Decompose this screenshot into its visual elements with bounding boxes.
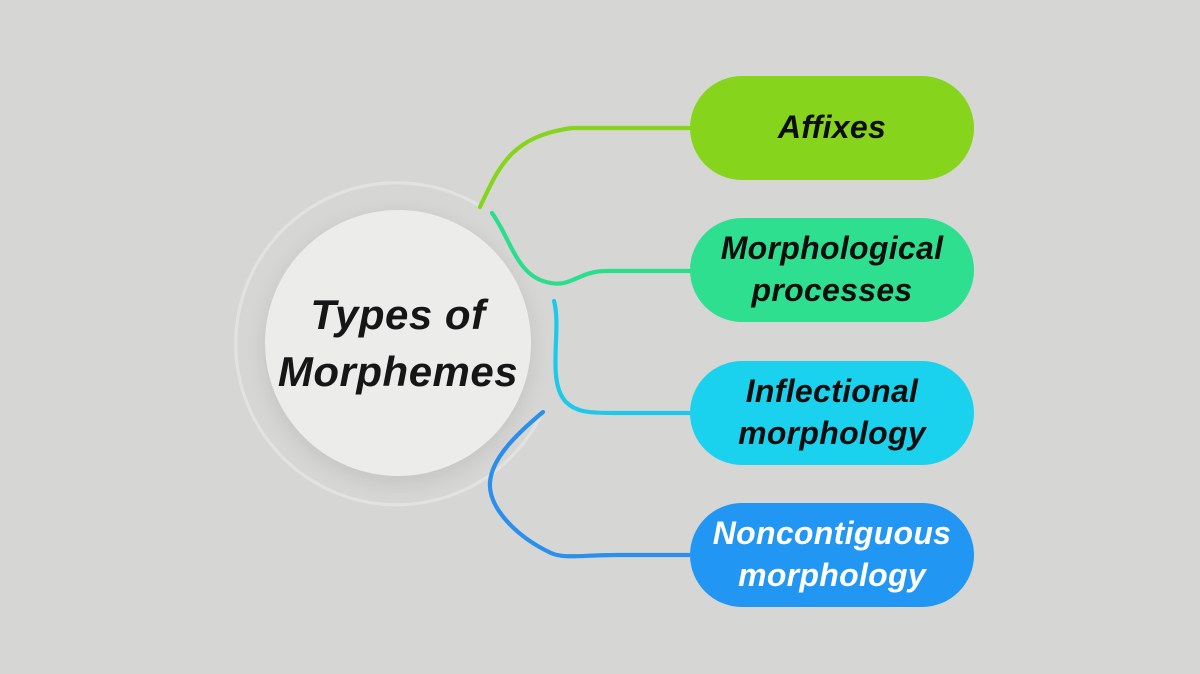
node-affixes: Affixes bbox=[690, 76, 974, 180]
node-label-line: Morphological bbox=[720, 230, 944, 267]
node-label-line: Noncontiguous bbox=[712, 515, 952, 552]
central-topic-line-1: Types of bbox=[310, 290, 486, 338]
node-label: Inflectional morphology bbox=[738, 371, 926, 454]
node-label-line: morphology bbox=[738, 415, 926, 451]
node-label-line: morphology bbox=[738, 557, 926, 593]
node-label: Affixes bbox=[778, 107, 886, 149]
node-label-line: processes bbox=[751, 272, 913, 308]
connector-morphological-processes bbox=[489, 210, 695, 286]
node-noncontiguous-morphology: Noncontiguous morphology bbox=[690, 503, 974, 607]
node-label-line: Affixes bbox=[777, 109, 887, 146]
node-label: Noncontiguous morphology bbox=[713, 513, 952, 596]
node-inflectional-morphology: Inflectional morphology bbox=[690, 361, 974, 465]
node-morphological-processes: Morphological processes bbox=[690, 218, 974, 322]
central-topic-node: Types of Morphemes bbox=[265, 210, 531, 476]
connector-affixes bbox=[477, 125, 695, 210]
central-topic-label: Types of Morphemes bbox=[278, 286, 518, 400]
node-label-line: Inflectional bbox=[745, 373, 919, 410]
connector-inflectional-morphology bbox=[551, 298, 695, 416]
connector-noncontiguous-morphology bbox=[487, 409, 695, 559]
node-label: Morphological processes bbox=[721, 228, 944, 311]
center-ring-arc bbox=[234, 181, 545, 507]
central-topic-line-2: Morphemes bbox=[277, 348, 519, 395]
